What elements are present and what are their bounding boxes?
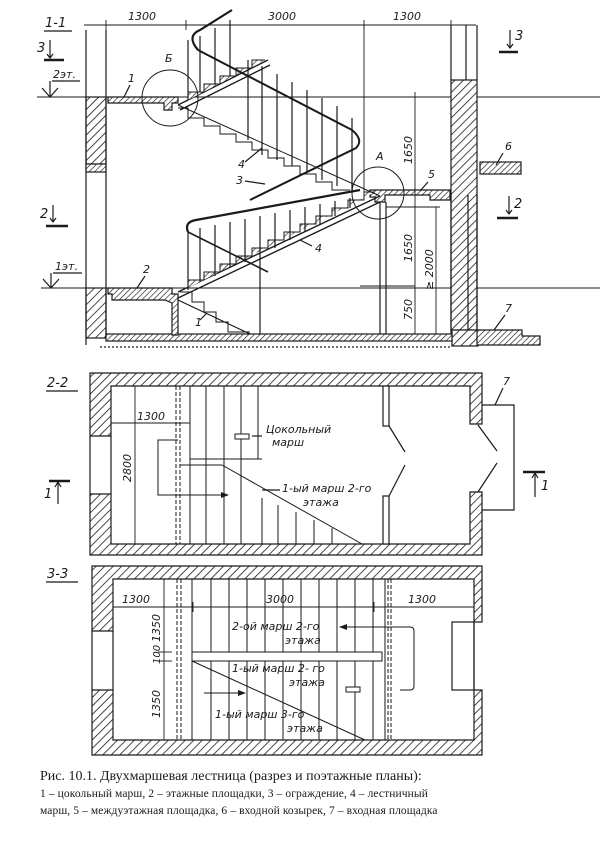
- callout-4-lower: 4: [315, 242, 322, 255]
- callout-7-plan: 7: [503, 375, 510, 388]
- callout-2: 2: [143, 263, 150, 276]
- entrance-platform-plan: [482, 404, 515, 511]
- left-wall-lower: [85, 287, 107, 339]
- section-1-1: 1-1 3 3 2 2: [37, 9, 600, 348]
- svg-text:1эт.: 1эт.: [55, 260, 78, 273]
- dimension-top: 1300 3000 1300: [84, 10, 476, 200]
- caption-legend-line-2: марш, 5 – междуэтажная площадка, 6 – вхо…: [40, 805, 438, 817]
- svg-text:этажа: этажа: [287, 722, 323, 735]
- cut-marker-3-right: 3: [499, 29, 523, 54]
- node-B-label: Б: [165, 52, 173, 65]
- callout-5: 5: [428, 168, 435, 181]
- door-frame-lower: [382, 495, 390, 545]
- svg-text:2эт.: 2эт.: [53, 68, 76, 81]
- flight-label-1st-of-3rd: 1-ый марш 3-го этажа: [215, 708, 323, 735]
- figure-caption: Рис. 10.1. Двухмаршевая лестница (разрез…: [40, 768, 580, 819]
- left-wall-upper: [85, 96, 107, 165]
- wall-top: [91, 565, 483, 632]
- dim-1300-left: 1300: [122, 593, 150, 606]
- callout-3: 3: [236, 174, 243, 187]
- plan-label: 2-2: [47, 376, 68, 391]
- svg-text:1-ый марш 2- го: 1-ый марш 2- го: [232, 662, 325, 675]
- svg-text:1: 1: [541, 479, 549, 494]
- dim-1350-upper: 1350: [150, 614, 163, 642]
- window: [451, 621, 475, 691]
- dim-1300: 1300: [137, 410, 165, 423]
- dim-100: 100: [152, 645, 163, 664]
- door-frame-upper: [382, 385, 390, 427]
- plan-2-2: 2-2 7 1 1: [44, 372, 549, 556]
- right-wall: [450, 79, 478, 331]
- plan-3-3: 3-3: [46, 565, 483, 756]
- start-marker: [234, 433, 250, 440]
- section-label: 1-1: [45, 16, 66, 31]
- level-marker-2: 2эт.: [37, 68, 600, 98]
- entrance-canopy: [479, 161, 522, 175]
- svg-text:Цокольный: Цокольный: [266, 423, 331, 436]
- flight-label-2nd-of-2nd: 2-ой марш 2-го этажа: [232, 620, 321, 647]
- svg-text:этажа: этажа: [285, 634, 321, 647]
- floor-landing-2nd: [107, 96, 179, 111]
- dim-1650-upper: 1650: [402, 136, 415, 164]
- dim-1300-right: 1300: [393, 10, 421, 23]
- svg-text:2: 2: [40, 207, 48, 222]
- callout-7: 7: [505, 302, 512, 315]
- cut-marker-1-left: 1: [44, 479, 70, 504]
- stair-flight-upper: 4: [177, 59, 381, 197]
- svg-text:1-ый марш 3-го: 1-ый марш 3-го: [215, 708, 305, 721]
- caption-legend-line-1: 1 – цокольный марш, 2 – этажные площадки…: [40, 788, 428, 800]
- start-marker: [345, 686, 361, 693]
- cut-marker-2-right: 2: [497, 196, 522, 220]
- stair-treads-2-2: [157, 386, 363, 545]
- dim-1300-right: 1300: [408, 593, 436, 606]
- dim-1300-left: 1300: [128, 10, 156, 23]
- dimension-vertical: 1650 1650 750 ≥ 2000: [360, 92, 440, 334]
- dim-3000: 3000: [266, 593, 294, 606]
- entrance-platform: [476, 329, 541, 346]
- callout-6: 6: [505, 140, 512, 153]
- dim-3000: 3000: [268, 10, 296, 23]
- flight-label-1st-of-2nd: 1-ый марш 2- го этажа: [232, 662, 325, 689]
- basement-flight: [177, 299, 251, 335]
- cut-marker-2-left: 2: [40, 205, 68, 228]
- svg-text:2-ой марш 2-го: 2-ой марш 2-го: [232, 620, 320, 633]
- floor-landing-1st: [107, 287, 179, 336]
- plan-label: 3-3: [47, 567, 68, 582]
- wall-top: [89, 372, 483, 437]
- svg-text:1-ый марш 2-го: 1-ый марш 2-го: [282, 482, 372, 495]
- svg-text:марш: марш: [272, 436, 304, 449]
- dim-1350-lower: 1350: [150, 690, 163, 718]
- callout-1-lower: 1: [195, 316, 202, 329]
- node-A-circle: [351, 166, 405, 220]
- svg-text:этажа: этажа: [289, 676, 325, 689]
- svg-text:3: 3: [515, 29, 523, 44]
- svg-text:3: 3: [37, 41, 45, 56]
- dimension-2-2: 1300 2800: [111, 386, 191, 544]
- dim-1650-lower: 1650: [402, 234, 415, 262]
- interfloor-landing: [369, 189, 451, 203]
- stair-stringer: [191, 651, 383, 662]
- svg-text:1: 1: [44, 487, 52, 502]
- cut-marker-3-left: 3: [37, 40, 64, 62]
- level-marker-1: 1эт.: [41, 260, 600, 289]
- dim-2000: ≥ 2000: [423, 249, 436, 290]
- wall-bottom: [89, 491, 483, 556]
- callout-1-upper: 1: [128, 72, 135, 85]
- dim-2800: 2800: [121, 454, 134, 482]
- ground-slab: [105, 333, 453, 342]
- svg-text:этажа: этажа: [303, 496, 339, 509]
- callout-4-upper: 4: [238, 158, 245, 171]
- stair-flight-lower: 4: [177, 191, 381, 299]
- railing: 3: [185, 9, 361, 334]
- node-A-label: А: [375, 150, 384, 163]
- svg-text:2: 2: [514, 197, 522, 212]
- flight-label-1st-of-2nd: 1-ый марш 2-го этажа: [262, 482, 372, 509]
- flight-label-basement: Цокольный марш: [252, 423, 331, 449]
- caption-title: Рис. 10.1. Двухмаршевая лестница (разрез…: [40, 769, 422, 784]
- node-B-circle: [141, 69, 199, 127]
- cut-marker-1-right: 1: [523, 470, 549, 497]
- dimension-3-3: 1300 3000 1300 1350 100 1350: [113, 579, 474, 740]
- stair-treads-3-3: [176, 579, 415, 741]
- dim-750: 750: [402, 299, 415, 320]
